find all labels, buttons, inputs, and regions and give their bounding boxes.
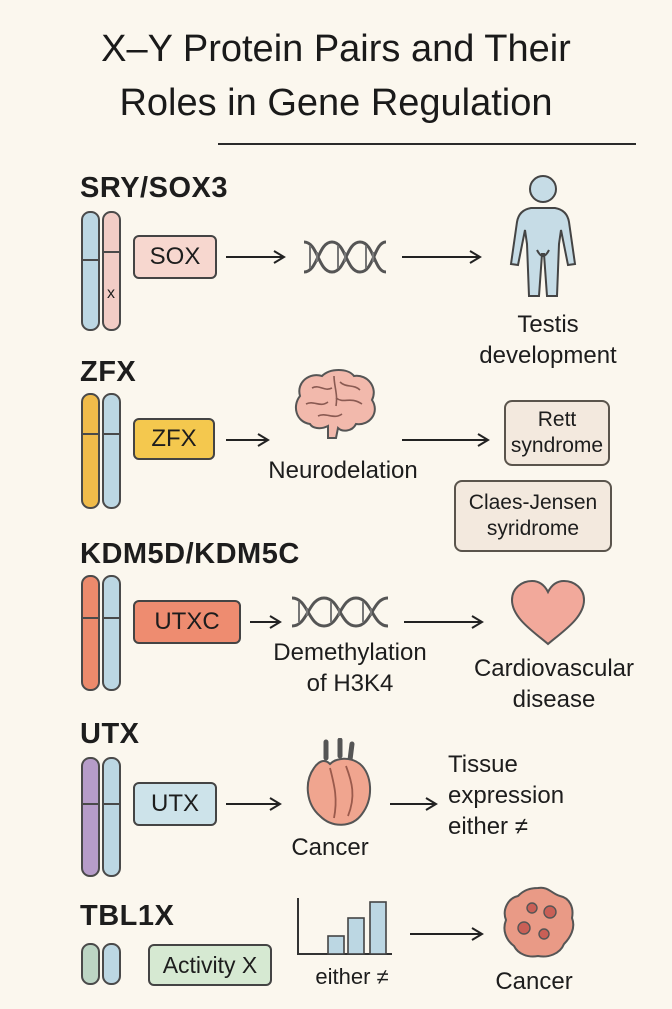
- outcome-box-rett-syndrome: Rett syndrome: [504, 400, 610, 466]
- page-title-line-1: X–Y Protein Pairs and Their: [101, 28, 571, 70]
- arrow-icon: [226, 433, 270, 447]
- arrow-icon: [404, 615, 484, 629]
- arrow-icon: [402, 250, 482, 264]
- outcome-label: Cardiovascular disease: [473, 655, 635, 713]
- chromosome-pair-icon: [81, 393, 121, 509]
- chromosome-pair-icon: [81, 943, 121, 985]
- arrow-icon: [410, 927, 484, 941]
- brain-icon: [294, 369, 376, 439]
- outcome-box-claes-jensen: Claes-Jensen syridrome: [454, 480, 612, 552]
- section-heading-utx: UTX: [80, 718, 140, 750]
- arrow-icon: [250, 615, 282, 629]
- outcome-label: Tissue expression either ≠: [448, 751, 565, 840]
- dna-helix-icon: [291, 596, 389, 628]
- page-title-line-2: Roles in Gene Regulation: [119, 82, 553, 124]
- process-label: either ≠: [315, 964, 389, 989]
- arrow-icon: [226, 250, 286, 264]
- title-divider: [218, 143, 636, 145]
- bar-chart-icon: [297, 898, 392, 955]
- process-label: Cancer: [291, 834, 369, 861]
- protein-box-activity-x: Activity X: [148, 944, 272, 986]
- chromosome-pair-icon: [81, 211, 121, 331]
- process-label: Demethylation of H3K4: [273, 639, 427, 697]
- section-heading-kdm5d-kdm5c: KDM5D/KDM5C: [80, 538, 300, 570]
- protein-box-sox: SOX: [133, 235, 217, 279]
- outcome-label: Testis development: [479, 311, 617, 369]
- protein-box-utx: UTX: [133, 782, 217, 826]
- tumor-cell-icon: [503, 886, 575, 958]
- section-heading-zfx: ZFX: [80, 356, 137, 388]
- chromosome-mark: x: [107, 285, 115, 302]
- section-heading-tbl1x: TBL1X: [80, 900, 175, 932]
- arrow-icon: [402, 433, 490, 447]
- section-heading-sry-sox3: SRY/SOX3: [80, 172, 228, 204]
- chromosome-pair-icon: [81, 757, 121, 877]
- chromosome-pair-icon: [81, 575, 121, 691]
- human-body-icon: [509, 175, 577, 297]
- process-label: Neurodelation: [268, 457, 418, 484]
- protein-box-utxc: UTXC: [133, 600, 241, 644]
- heart-icon: [510, 579, 586, 646]
- outcome-label: Cancer: [495, 968, 573, 995]
- protein-box-zfx: ZFX: [133, 418, 215, 460]
- anatomical-heart-icon: [306, 738, 371, 826]
- dna-helix-icon: [303, 240, 387, 274]
- arrow-icon: [390, 797, 438, 811]
- arrow-icon: [226, 797, 282, 811]
